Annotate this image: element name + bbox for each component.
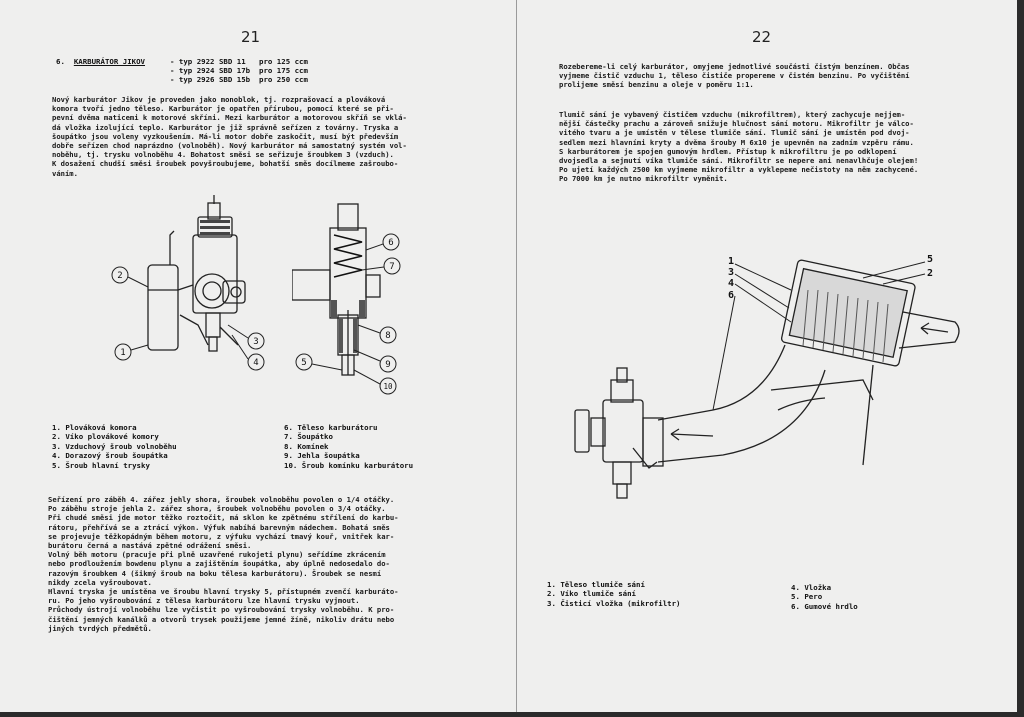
callout-9: 9: [385, 360, 390, 370]
text-line: razovým šroubkem 4 (šikmý šroub na boku …: [48, 568, 382, 578]
text-line: jiných tvrdých předmětů.: [48, 623, 152, 633]
cleaning-paragraph: Rozebereme-li celý karburátor, omyjeme j…: [559, 62, 910, 90]
text-line: Tlumič sání je vybavený čističem vzduchu…: [559, 110, 906, 119]
callout-1: 1: [120, 348, 125, 358]
page-21: 21 6. KARBURÁTOR JIKOV - typ 2922 SBD 11…: [0, 0, 516, 712]
intake-silencer-drawing: 1 3 4 6 5 2: [574, 254, 960, 499]
text-line: Při chudé směsi jde motor těžko roztočit…: [48, 513, 399, 523]
callout-4: 4: [253, 358, 258, 368]
callout-2: 2: [927, 268, 933, 279]
list-item: 1. Plováková komora: [52, 423, 137, 432]
page-number: 22: [752, 28, 772, 46]
list-item: 1. Těleso tlumiče sání: [547, 580, 645, 589]
list-item: 5. Pero: [791, 592, 823, 602]
callout-10: 10: [383, 382, 393, 391]
text-line: nebo prodloužením bowdenu plynu a zajišt…: [48, 559, 390, 569]
list-item: 9. Jehla šoupátka: [284, 451, 360, 461]
silencer-parts-left: 1. Těleso tlumiče sání 2. Víko tlumiče s…: [547, 580, 681, 608]
text-line: Seřízení pro záběh 4. zářez jehly shora,…: [48, 495, 395, 504]
list-item: 5. Šroub hlavní trysky: [52, 460, 150, 470]
list-item: 10. Šroub komínku karburátoru: [284, 460, 414, 470]
section-title: KARBURÁTOR JIKOV: [73, 57, 146, 66]
callout-3: 3: [253, 337, 258, 347]
list-item: 3. Vzduchový šroub volnoběhu: [52, 441, 177, 451]
callout-6: 6: [728, 290, 734, 301]
text-line: Po záběhu stroje jehla 2. zářez shora, š…: [48, 504, 386, 514]
text-line: nější částečky prachu a zároveň snižuje …: [559, 119, 914, 129]
callout-5: 5: [927, 254, 933, 265]
parts-list-left: 1. Plováková komora 2. Víko plovákové ko…: [52, 423, 177, 470]
list-item: 2. Víko plovákové komory: [52, 432, 159, 442]
callout-8: 8: [385, 331, 390, 341]
text-line: nikdy zcela vyšroubovat.: [48, 577, 152, 587]
text-line: Hlavní tryska je umístěna ve šroubu hlav…: [48, 587, 399, 597]
list-item: 4. Vložka: [791, 583, 832, 592]
parts-list-right: 6. Těleso karburátoru 7. Šoupátko 8. Kom…: [284, 423, 413, 470]
text-line: Po 7000 km je nutno mikrofiltr vyměnit.: [559, 174, 728, 184]
section-number: 6.: [56, 57, 65, 66]
list-item: 7. Šoupátko: [284, 432, 333, 442]
text-line: se projevuje těžkopádným během motoru, z…: [48, 531, 395, 541]
text-line: Volný běh motoru (pracuje při plně uzavř…: [48, 550, 386, 560]
type-list: - typ 2922 SBD 11 pro 125 ccm- typ 2924 …: [170, 57, 308, 84]
carburetor-exterior-drawing: 2 1 3 4: [111, 195, 265, 371]
text-line: dobře seřízen chod naprázdno (volnoběh).…: [52, 141, 407, 151]
text-line: Nový karburátor Jikov je proveden jako m…: [52, 95, 386, 104]
callout-7: 7: [389, 262, 394, 272]
list-item: 6. Gumové hrdlo: [791, 601, 858, 611]
callout-6: 6: [388, 238, 393, 248]
text-line: Rozebereme-li celý karburátor, omyjeme j…: [559, 62, 910, 71]
callout-4: 4: [728, 278, 734, 289]
text-line: burátoru černá a nastává zpětné odrážení…: [48, 541, 252, 551]
page-22: 22 Rozebereme-li celý karburátor, omyjem…: [516, 0, 1017, 712]
list-item: 4. Dorazový šroub šoupátka: [52, 451, 168, 461]
silencer-paragraph: Tlumič sání je vybavený čističem vzduchu…: [559, 110, 918, 184]
type-line: - typ 2924 SBD 17b pro 175 ccm: [170, 66, 308, 75]
intro-paragraph: Nový karburátor Jikov je proveden jako m…: [52, 95, 407, 178]
silencer-parts-right: 4. Vložka 5. Pero 6. Gumové hrdlo: [791, 583, 858, 611]
text-line: K dosažení chudší směsi šroubek povyšrou…: [52, 159, 399, 169]
text-line: S karburátorem je spojen gumovým hrdlem.…: [559, 146, 897, 156]
text-line: váním.: [52, 168, 78, 178]
list-item: 6. Těleso karburátoru: [284, 423, 378, 432]
text-line: šoupátko jsou voleny vyzkoušením. Má-li …: [52, 131, 399, 141]
text-line: prolijeme směsí benzinu a oleje v poměru…: [559, 80, 754, 90]
type-line: - typ 2926 SBD 15b pro 250 ccm: [170, 75, 308, 84]
text-line: noběhu, tj. trysku volnoběhu 4. Bohatost…: [52, 150, 394, 160]
text-line: vyjmeme čistič vzduchu 1, těleso čističe…: [559, 71, 910, 81]
page-number: 21: [241, 28, 261, 46]
section-header: 6. KARBURÁTOR JIKOV: [56, 57, 145, 66]
text-line: dá vložka izolující teplo. Karburátor je…: [52, 122, 399, 132]
type-line: - typ 2922 SBD 11 pro 125 ccm: [170, 57, 308, 66]
text-line: Po ujetí každých 2500 km vyjmeme mikrofi…: [559, 165, 919, 175]
list-item: 2. Víko tlumiče sání: [547, 589, 636, 599]
list-item: 8. Komínek: [284, 441, 329, 451]
text-line: ru. Po jeho vyšroubování z tělesa karbur…: [48, 596, 360, 606]
text-line: Průchody ústrojí volnoběhu lze vyčistit …: [48, 605, 395, 615]
adjustment-paragraph: Seřízení pro záběh 4. zářez jehly shora,…: [48, 495, 399, 633]
text-line: rátoru, přehřívá se a ztrácí výkon. Výfu…: [48, 522, 390, 532]
text-line: vitého tvaru a je umístěn v tělese tlumi…: [559, 128, 910, 138]
callout-5: 5: [301, 358, 306, 368]
text-line: komora tvoří jedno těleso. Karburátor je…: [52, 104, 394, 114]
list-item: 3. Čisticí vložka (mikrofiltr): [547, 598, 681, 608]
carburetor-section-drawing: 6 7 8 9 10 5: [292, 203, 401, 395]
callout-3: 3: [728, 267, 734, 278]
callout-1: 1: [728, 256, 734, 267]
text-line: pevní dvěma maticemi k motorové skříni. …: [52, 113, 407, 123]
text-line: sedlem mezi hlavními kryty a dvěma šroub…: [559, 137, 914, 147]
text-line: dvojsedla a sejmutí víka tlumiče sání. M…: [559, 156, 919, 166]
callout-2: 2: [117, 271, 122, 281]
text-line: čištění jemných kanálků a otvorů trysek …: [48, 614, 395, 624]
